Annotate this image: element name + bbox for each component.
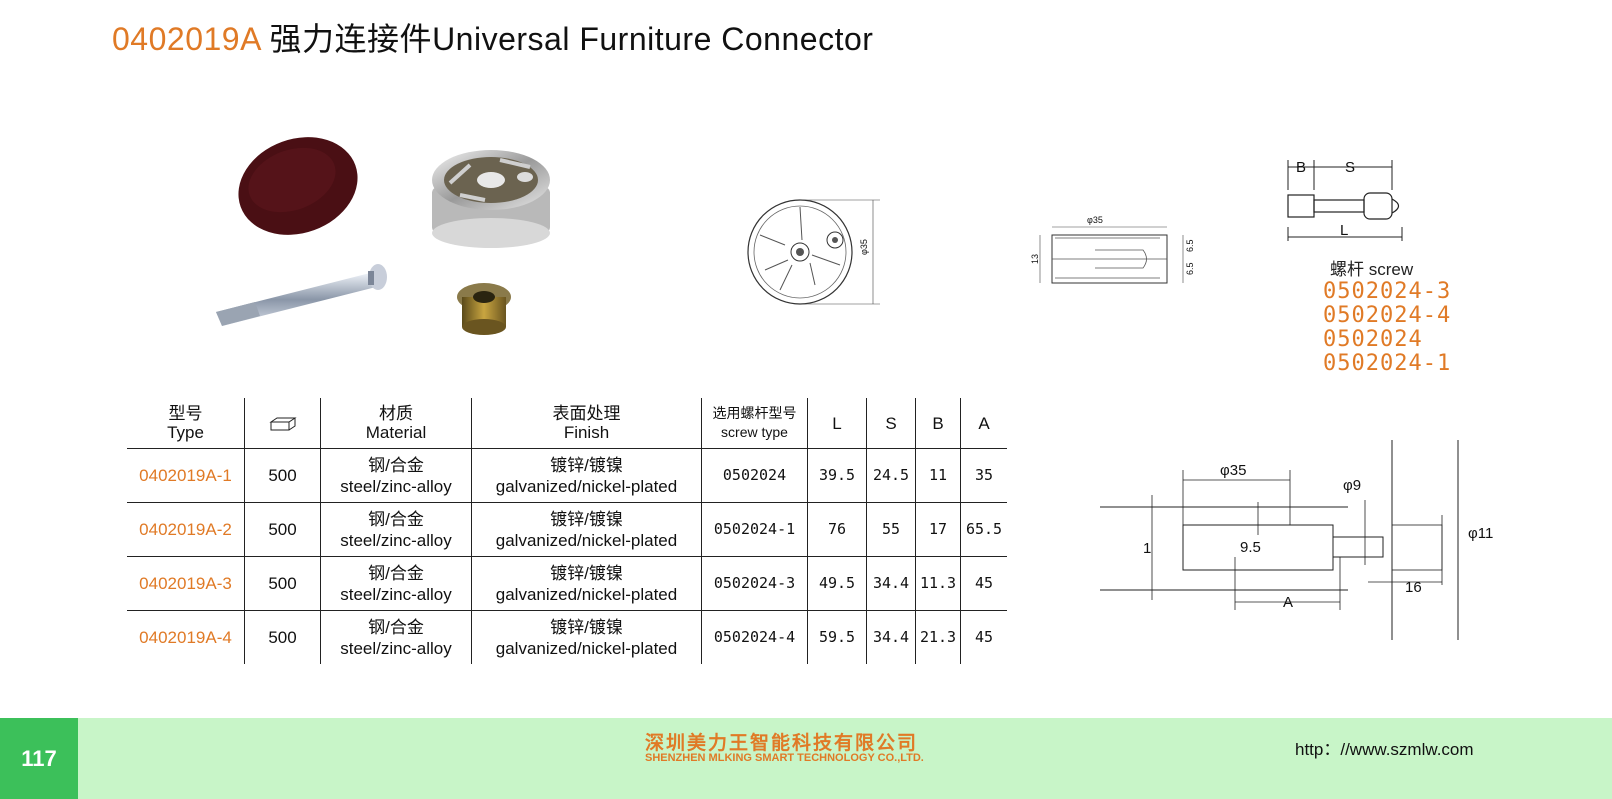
cell-a: 65.5 <box>960 502 1007 557</box>
install-sixteen-label: 16 <box>1405 579 1422 596</box>
side-view-width-label: φ35 <box>1087 215 1103 225</box>
cover-cap-photo <box>238 137 358 235</box>
cell-a: 45 <box>960 610 1007 664</box>
header-quantity <box>244 398 321 449</box>
screw-code: 0502024-4 <box>1323 303 1452 328</box>
screw-code: 0502024-3 <box>1323 279 1452 304</box>
cell-screw: 0502024-1 <box>701 502 808 557</box>
product-photos <box>216 137 550 335</box>
install-a-label: A <box>1283 594 1293 611</box>
install-diameter-35-label: φ35 <box>1220 462 1246 479</box>
header-s: S <box>866 398 916 449</box>
cell-quantity: 500 <box>244 502 321 557</box>
company-name-chinese: 深圳美力王智能科技有限公司 <box>645 733 919 754</box>
cell-a: 45 <box>960 556 1007 611</box>
cell-screw: 0502024-4 <box>701 610 808 664</box>
install-diameter-9-label: φ9 <box>1343 477 1361 494</box>
header-a: A <box>960 398 1007 449</box>
screw-s-label: S <box>1345 159 1355 176</box>
cell-s: 24.5 <box>866 448 916 503</box>
cell-quantity: 500 <box>244 556 321 611</box>
cell-l: 39.5 <box>807 448 867 503</box>
side-view-drawing: φ35 13 6.5 6.5 <box>1030 215 1195 284</box>
footer-bar <box>0 718 1612 799</box>
cell-b: 17 <box>915 502 961 557</box>
top-view-diameter-label: φ35 <box>859 239 869 255</box>
cell-b: 11 <box>915 448 961 503</box>
cell-type: 0402019A-4 <box>139 628 232 647</box>
screw-drawing: B S L <box>1287 159 1403 241</box>
screw-code: 0502024-1 <box>1323 351 1452 376</box>
title-chinese: 强力连接件 <box>269 21 433 57</box>
cell-quantity: 500 <box>244 610 321 664</box>
cell-type: 0402019A-1 <box>127 448 245 503</box>
carton-box-icon <box>268 417 297 431</box>
install-one-label: 1 <box>1143 540 1151 557</box>
side-view-upper-half-label: 6.5 <box>1185 239 1195 252</box>
cell-b: 11.3 <box>915 556 961 611</box>
top-view-drawing: φ35 <box>747 199 880 305</box>
cell-l: 59.5 <box>807 610 867 664</box>
screw-code-list: 0502024-3 0502024-4 0502024 0502024-1 <box>1323 280 1451 376</box>
side-view-lower-half-label: 6.5 <box>1185 262 1195 275</box>
cell-l: 49.5 <box>807 556 867 611</box>
page-title: 0402019A 强力连接件Universal Furniture Connec… <box>112 14 873 60</box>
cell-screw: 0502024 <box>701 448 808 503</box>
company-name-english: SHENZHEN MLKING SMART TECHNOLOGY CO.,LTD… <box>645 752 924 764</box>
cell-s: 55 <box>866 502 916 557</box>
install-nine-five-label: 9.5 <box>1240 539 1261 556</box>
title-english: Universal Furniture Connector <box>432 21 874 57</box>
cell-a: 35 <box>960 448 1007 503</box>
cell-s: 34.4 <box>866 610 916 664</box>
installation-drawing: φ35 φ9 1 9.5 A φ11 16 <box>1100 440 1493 640</box>
insert-nut-photo <box>457 283 511 335</box>
screw-l-label: L <box>1340 222 1348 239</box>
website-link[interactable]: http：//www.szmlw.com <box>1295 740 1474 759</box>
header-l: L <box>807 398 867 449</box>
product-code: 0402019A <box>112 21 261 57</box>
page-number: 117 <box>0 718 78 799</box>
cell-quantity: 500 <box>244 448 321 503</box>
cell-screw: 0502024-3 <box>701 556 808 611</box>
cell-type: 0402019A-3 <box>127 556 245 611</box>
install-diameter-11-label: φ11 <box>1468 525 1493 542</box>
cam-connector-photo <box>432 150 550 248</box>
screw-b-label: B <box>1296 159 1306 176</box>
screw-code: 0502024 <box>1323 327 1423 352</box>
cell-b: 21.3 <box>915 610 961 664</box>
connecting-bolt-photo <box>216 264 387 326</box>
cell-type: 0402019A-2 <box>127 502 245 557</box>
header-b: B <box>915 398 961 449</box>
cell-s: 34.4 <box>866 556 916 611</box>
side-view-height-label: 13 <box>1030 254 1040 264</box>
screw-label: 螺杆 screw <box>1330 260 1414 279</box>
cell-l: 76 <box>807 502 867 557</box>
